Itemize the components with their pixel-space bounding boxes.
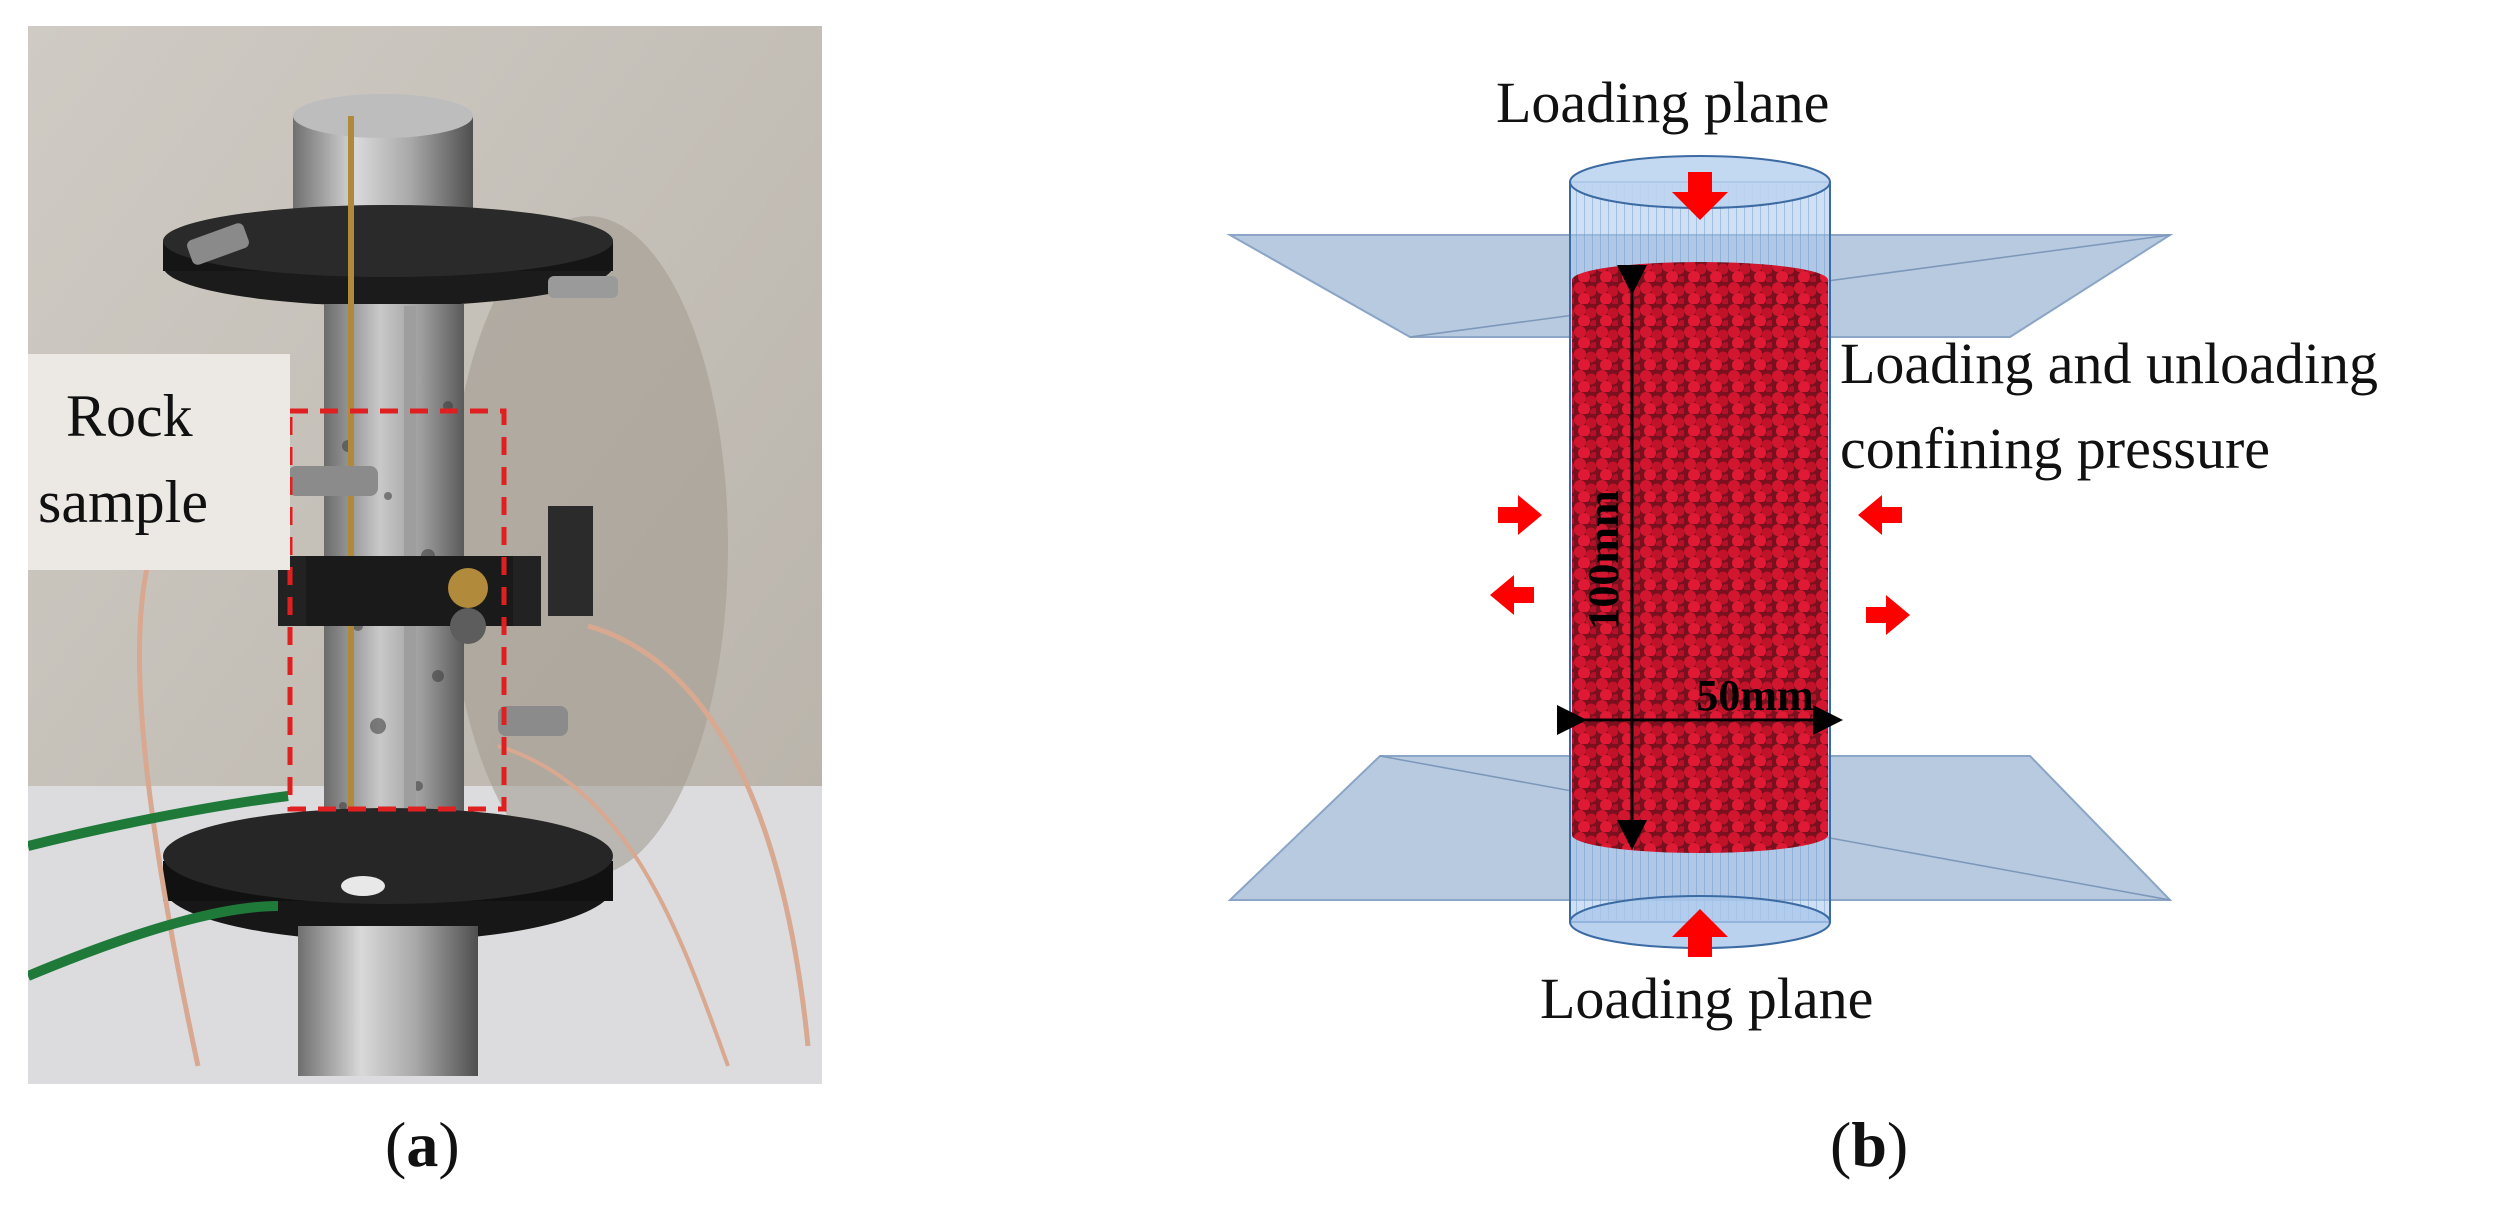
caption-a: (a) [385,1109,460,1180]
caption-a-letter: a [406,1109,439,1180]
test-rig-illustration [28,26,822,1084]
rock-sample-photo: Rock sample [28,26,822,1084]
right-unload-arrow [1866,595,1910,635]
caption-b: (b) [1830,1109,1909,1180]
left-unload-arrow [1490,575,1534,615]
height-label: 100mm [1579,490,1628,629]
right-load-arrow [1858,495,1902,535]
sample-highlight-box [287,408,507,812]
particle-specimen [1572,280,1828,835]
rock-sample-label-box [28,354,290,570]
bottom-load-arrow [1672,909,1728,957]
confining-pressure-label-line2: confining pressure [1840,416,2271,481]
rock-label-line2: sample [38,469,208,535]
top-load-arrow [1672,172,1728,220]
left-load-arrow [1498,495,1542,535]
confining-pressure-label-line1: Loading and unloading [1840,331,2379,396]
model-schematic: 100mm 50mm [1226,155,2174,957]
rock-label-line1: Rock [66,383,193,449]
top-loading-plane-label: Loading plane [1496,70,1830,135]
width-label: 50mm [1696,671,1813,720]
bottom-loading-plane-label: Loading plane [1540,966,1874,1031]
numerical-model-diagram: 100mm 50mm Loading plane Loading plane L… [1200,40,2518,1090]
caption-b-letter: b [1851,1109,1887,1180]
